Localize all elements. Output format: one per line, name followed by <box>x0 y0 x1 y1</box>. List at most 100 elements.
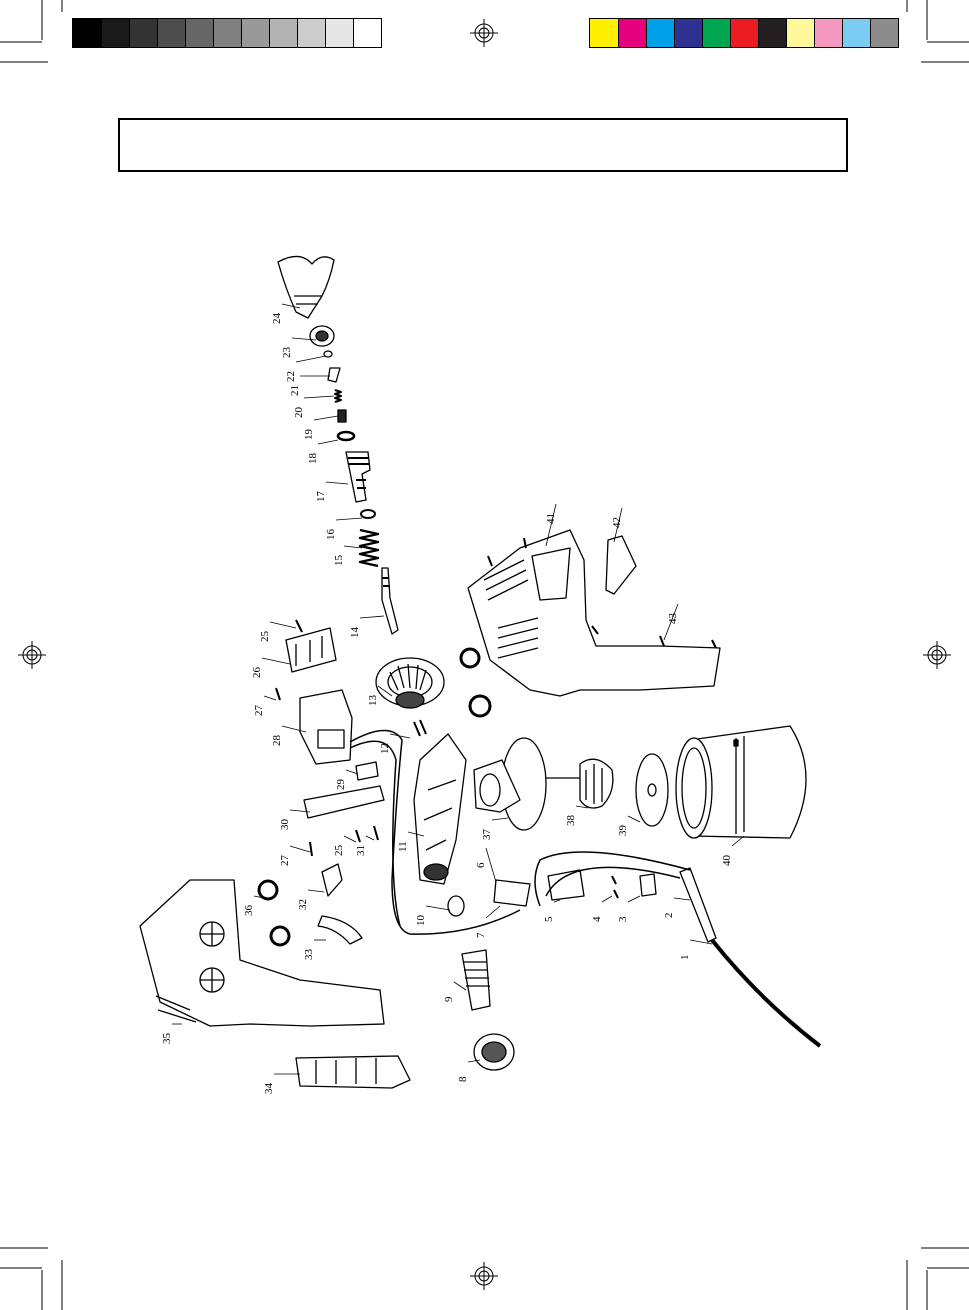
leader-line <box>486 848 496 882</box>
part-number-label: 1 <box>679 955 691 961</box>
part-1-power-cord <box>712 940 820 1046</box>
leader-line <box>304 396 334 398</box>
part-number-label: 28 <box>271 735 283 747</box>
part-number-label: 24 <box>271 313 283 325</box>
part-2-strain-relief <box>680 868 716 942</box>
part-number-label: 9 <box>443 996 455 1002</box>
part-number-label: 25 <box>259 631 271 643</box>
part-40-container <box>676 726 806 838</box>
part-number-label: 27 <box>279 855 291 867</box>
part-37-container-lid <box>474 738 546 830</box>
part-number-label: 42 <box>611 517 623 528</box>
leader-line <box>336 518 362 520</box>
part-number-label: 15 <box>333 555 345 567</box>
leader-line <box>628 816 640 822</box>
part-35-housing-left <box>140 880 384 1026</box>
part-39-gasket <box>636 754 668 826</box>
part-number-label: 29 <box>335 779 347 791</box>
leader-line <box>492 818 508 820</box>
part-number-label: 13 <box>367 695 379 707</box>
part-number-label: 30 <box>279 819 291 831</box>
registration-target-top <box>470 19 498 47</box>
part-6-switch <box>494 880 530 906</box>
part-19-valve <box>338 410 346 422</box>
part-3-clip <box>640 874 656 896</box>
part-42-label <box>606 536 636 594</box>
leader-line <box>426 906 450 910</box>
leader-line <box>296 356 326 362</box>
part-16-washer <box>361 510 375 518</box>
registration-target-bottom <box>470 1262 498 1290</box>
part-number-label: 23 <box>281 347 293 359</box>
part-34-grip <box>296 1056 410 1088</box>
part-20-spring <box>335 390 341 402</box>
part-number-label: 8 <box>457 1076 469 1082</box>
part-number-label: 37 <box>481 829 493 841</box>
part-4-screws <box>612 876 618 898</box>
part-27b-screw <box>310 842 312 856</box>
leader-line <box>308 890 324 892</box>
part-14-needle <box>382 568 398 634</box>
part-number-label: 32 <box>297 899 309 910</box>
part-number-label: 38 <box>565 815 577 827</box>
part-number-label: 26 <box>251 667 263 679</box>
part-26-bracket <box>286 628 336 672</box>
part-number-label: 27 <box>253 705 265 717</box>
part-12-pins <box>414 720 426 736</box>
part-number-label: 33 <box>303 949 315 961</box>
leader-line <box>486 906 500 918</box>
part-24-air-cap <box>278 256 334 318</box>
part-number-label: 3 <box>617 916 629 922</box>
part-18-oring <box>338 432 354 440</box>
registration-target-left <box>18 641 46 669</box>
part-number-label: 20 <box>293 407 305 419</box>
part-number-label: 39 <box>617 825 629 837</box>
leader-line <box>602 896 612 902</box>
part-11-pump-body <box>414 734 466 884</box>
part-41-housing-right <box>468 530 720 696</box>
part-number-label: 36 <box>243 905 255 917</box>
part-washers <box>461 649 490 716</box>
part-8-cap <box>474 1034 514 1070</box>
part-29-plate <box>356 762 378 780</box>
leader-line <box>628 896 640 902</box>
part-number-label: 35 <box>161 1033 173 1045</box>
part-number-label: 31 <box>355 845 367 856</box>
part-number-label: 16 <box>325 529 337 541</box>
part-13-fan <box>376 658 444 708</box>
leader-line <box>344 836 356 842</box>
part-number-label: 18 <box>307 453 319 465</box>
part-15-spring <box>360 530 378 566</box>
part-27-screw <box>276 688 280 700</box>
part-number-label: 34 <box>263 1083 275 1095</box>
leader-line <box>674 898 690 900</box>
leader-line <box>262 658 290 664</box>
part-25-screw <box>296 620 302 632</box>
leader-line <box>554 900 560 902</box>
part-number-label: 41 <box>545 513 557 524</box>
leader-line <box>314 416 338 420</box>
part-number-label: 7 <box>475 932 487 938</box>
leader-line <box>360 616 384 618</box>
part-25b-screw <box>356 830 360 842</box>
part-36-washers <box>259 881 289 945</box>
part-number-label: 6 <box>475 862 487 868</box>
registration-target-right <box>923 641 951 669</box>
part-10-knob <box>448 896 464 916</box>
part-23-nut <box>310 326 334 346</box>
part-21-tip <box>328 368 340 382</box>
part-number-label: 43 <box>667 613 679 625</box>
leader-line <box>366 836 374 840</box>
part-number-label: 2 <box>663 913 675 919</box>
part-38-filter <box>546 759 613 808</box>
part-number-label: 21 <box>289 385 301 396</box>
part-9-adjuster <box>462 950 490 1010</box>
part-number-label: 12 <box>379 743 391 754</box>
leader-line <box>290 846 310 852</box>
part-number-label: 19 <box>303 429 315 441</box>
part-number-label: 17 <box>315 491 327 503</box>
part-number-label: 40 <box>721 855 733 867</box>
part-number-label: 25 <box>333 845 345 857</box>
